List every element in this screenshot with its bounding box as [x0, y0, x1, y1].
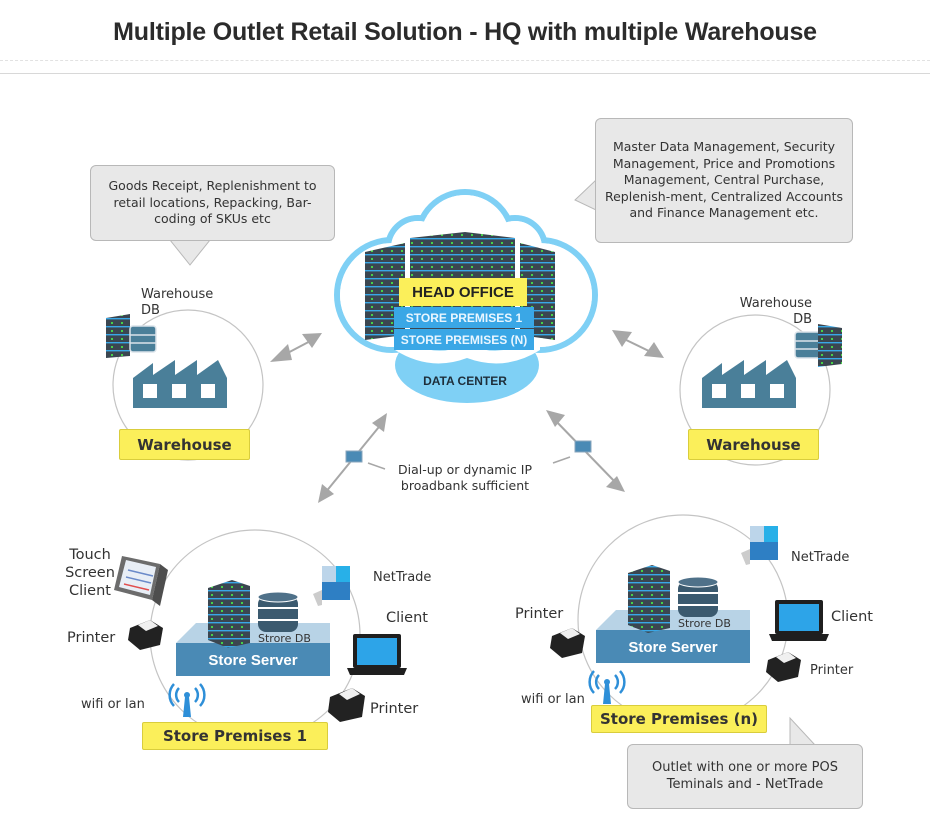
page-title: Multiple Outlet Retail Solution - HQ wit…	[113, 18, 817, 46]
store-db-label: Strore DB	[678, 617, 731, 630]
title-divider	[0, 73, 930, 74]
callout-head-office: Master Data Management, Security Managem…	[595, 118, 853, 243]
arrow-warehouse-right-hq	[612, 330, 664, 358]
warehouse-right-boundary	[679, 314, 831, 466]
client-label: Client	[831, 609, 873, 625]
warehouse-left-boundary	[112, 309, 264, 461]
store-premises-1-band: STORE PREMISES 1	[394, 307, 534, 328]
store-server-icon	[208, 580, 250, 648]
arrow-store1-hq	[318, 413, 387, 503]
printer-label: Printer	[370, 701, 419, 717]
printer-icon	[328, 688, 365, 722]
data-center-label: DATA CENTER	[423, 374, 507, 388]
head-office-label: HEAD OFFICE	[399, 278, 527, 306]
laptop-icon	[347, 634, 407, 675]
callout-outlet: Outlet with one or more POS Teminals and…	[627, 744, 863, 809]
callout-outlet-text: Outlet with one or more POS Teminals and…	[651, 760, 838, 792]
wifi-icon	[168, 683, 206, 717]
arrow-storeN-hq	[546, 410, 625, 492]
callout-warehouse-text: Goods Receipt, Replenishment to retail l…	[108, 178, 317, 227]
warehouse-right-label: Warehouse	[688, 429, 819, 460]
nettrade-label: NetTrade	[791, 550, 850, 565]
callout-tail-outlet	[789, 716, 817, 746]
store-server-label: Store Server	[628, 639, 718, 656]
connection-note: Dial-up or dynamic IP broadbank sufficie…	[398, 462, 532, 493]
factory-icon	[133, 360, 227, 408]
warehouse-db-label: Warehouse DB	[141, 287, 214, 318]
printer-icon	[550, 628, 585, 658]
title-divider-dotted	[0, 60, 930, 61]
warehouse-left-label: Warehouse	[119, 429, 250, 460]
warehouse-db-label: Warehouse DB	[739, 296, 812, 327]
wifi-icon	[588, 670, 626, 704]
database-icon	[677, 576, 719, 617]
wifi-label: wifi or lan	[81, 697, 145, 712]
nettrade-icon	[313, 566, 350, 606]
printer-label: Printer	[515, 606, 564, 622]
client-label: Client	[386, 610, 428, 626]
store-premises-1-label: Store Premises 1	[142, 722, 328, 750]
store-db-label: Strore DB	[258, 632, 311, 645]
store-server-label: Store Server	[208, 652, 298, 669]
printer-label: Printer	[67, 630, 116, 646]
store-server-icon	[628, 565, 670, 633]
factory-icon	[702, 360, 796, 408]
touch-screen-icon	[114, 556, 168, 606]
callout-tail-head-office	[574, 178, 597, 211]
database-server-icon	[106, 314, 157, 358]
printer-label: Printer	[810, 663, 854, 678]
nettrade-icon	[741, 526, 778, 565]
database-server-icon	[794, 324, 842, 367]
callout-head-office-text: Master Data Management, Security Managem…	[604, 139, 844, 221]
database-icon	[257, 591, 299, 632]
nettrade-label: NetTrade	[373, 570, 432, 585]
printer-icon	[766, 652, 801, 682]
wifi-label: wifi or lan	[521, 692, 585, 707]
store-premises-n-label: Store Premises (n)	[591, 705, 767, 733]
callout-warehouse: Goods Receipt, Replenishment to retail l…	[90, 165, 335, 241]
touch-screen-client-label: Touch Screen Client	[65, 547, 115, 599]
arrow-warehouse-left-hq	[270, 333, 322, 362]
store-premises-n-band: STORE PREMISES (N)	[394, 329, 534, 350]
callout-tail-warehouse	[168, 239, 212, 266]
laptop-icon	[769, 600, 829, 641]
printer-icon	[128, 620, 163, 650]
